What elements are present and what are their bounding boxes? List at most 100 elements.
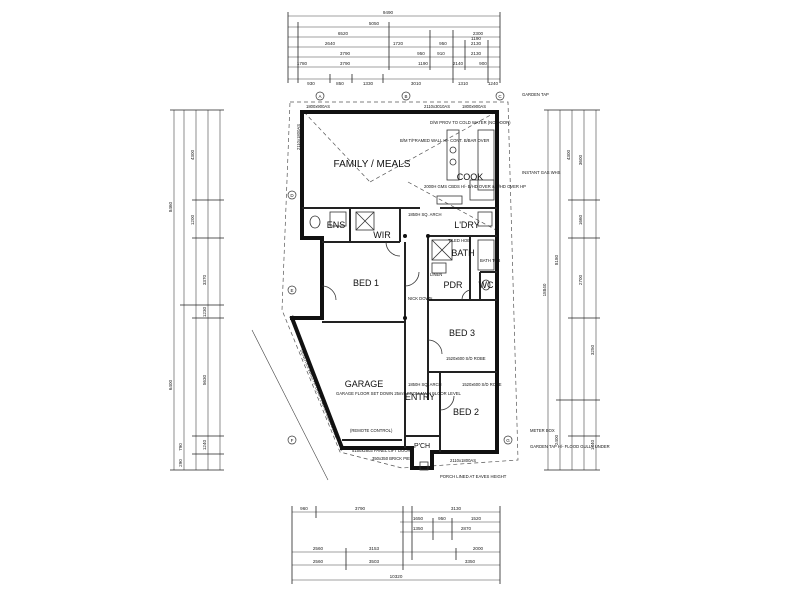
dim-right-inner-3: 1660 xyxy=(578,214,583,225)
note-meter-box: METER BOX xyxy=(530,428,555,433)
note-linen: LINEN xyxy=(430,272,442,277)
dim-bottom-r4a: 2560 xyxy=(313,546,324,551)
laundry-fixtures xyxy=(477,211,493,227)
dim-bottom-total: 10320 xyxy=(390,574,403,579)
note-window-top-a: 1800x900AS xyxy=(306,104,330,109)
dim-top-r7f: 1240 xyxy=(488,81,499,86)
grid-d: D xyxy=(290,193,294,198)
room-pdr: PDR xyxy=(443,280,463,290)
note-tiled-hob: TILED HOB xyxy=(448,238,470,243)
dim-top-r2: 5050 xyxy=(369,21,380,26)
dim-bottom-r1b: 3790 xyxy=(355,506,366,511)
dim-left-inner-2: 1200 xyxy=(190,214,195,225)
dim-top-r7e: 1310 xyxy=(458,81,469,86)
dim-top-r6c: 1190 xyxy=(418,61,428,66)
dim-right-inner-5: 3250 xyxy=(590,344,595,355)
roof-outline xyxy=(281,101,519,469)
dim-right-inner-4: 2700 xyxy=(578,274,583,285)
right-dimension-strings: 18840 8180 2400 4300 3600 1660 2700 3250… xyxy=(542,109,600,471)
note-nick-down: NICK DOWN xyxy=(408,296,432,301)
note-sliding-door: 2110x1800AS xyxy=(296,124,301,150)
dim-bottom-r2c: 1520 xyxy=(471,516,482,521)
dim-right-outer-2: 8180 xyxy=(554,254,559,265)
note-window-bottom: 2110x1800AS xyxy=(450,458,476,463)
room-wir: WIR xyxy=(373,230,391,240)
dim-left-inner-3: 3370 xyxy=(202,274,207,285)
dim-bottom-r4b: 3153 xyxy=(369,546,380,551)
left-dimension-strings: 8460 6400 790 290 4300 1200 3370 1230 56… xyxy=(168,109,224,471)
kitchen-fixtures xyxy=(436,129,495,205)
note-window-top-c: 1800x900AS xyxy=(462,104,486,109)
room-entry: ENTRY xyxy=(405,392,435,402)
dim-bottom-r5b: 3503 xyxy=(369,559,380,564)
grid-e: E xyxy=(290,288,293,293)
room-family-meals: FAMILY / MEALS xyxy=(334,159,411,170)
note-arch-1: 1850H SQ. ARCH xyxy=(408,212,442,217)
dim-top-r5a: 3790 xyxy=(340,51,351,56)
dim-top-r7d: 3010 xyxy=(411,81,422,86)
note-dw-prov: D/W PROV TO COLD WATER (NO DOOR) xyxy=(430,120,511,125)
dim-left-inner-1: 4300 xyxy=(190,149,195,160)
dim-left-outer-3: 790 xyxy=(178,443,183,451)
dim-top-r6d: 2140 xyxy=(453,61,464,66)
grid-bubbles-top: A B C xyxy=(315,91,505,101)
dim-bottom-r2b: 950 xyxy=(438,516,446,521)
room-ens: ENS xyxy=(327,220,346,230)
dim-top-r4a: 2640 xyxy=(325,41,336,46)
grid-c: C xyxy=(498,94,502,99)
dim-top-r4c: 950 xyxy=(439,41,447,46)
dim-right-inner-1: 4300 xyxy=(566,149,571,160)
dim-bottom-r3b: 2870 xyxy=(461,526,472,531)
note-garage-floor: GARAGE FLOOR SET DOWN 25mm FROM MAIN FLO… xyxy=(336,391,462,396)
grid-bubbles-left: D E F G xyxy=(287,190,513,445)
dim-top-r4e: 1190 xyxy=(471,36,481,41)
top-dimension-strings: 9490 5050 6520 2300 2640 1720 950 2130 1… xyxy=(287,10,501,86)
door-swings xyxy=(321,241,471,411)
dim-left-inner-4: 1230 xyxy=(202,306,207,317)
note-garden-tap-bottom: GARDEN TAP H/- FLOOD GULLY UNDER xyxy=(530,444,610,449)
note-robe-2: 1520x600 S/D ROBE xyxy=(462,382,502,387)
note-remote-control: (REMOTE CONTROL) xyxy=(350,428,393,433)
dim-left-outer-4: 290 xyxy=(178,459,183,467)
dim-left-inner-6: 1240 xyxy=(202,439,207,450)
dim-top-r5c: 910 xyxy=(437,51,445,56)
garage-diagonal-dim xyxy=(251,329,329,481)
dim-right-outer-3: 2400 xyxy=(554,434,559,445)
dim-top-r4d: 2130 xyxy=(471,41,482,46)
note-window-top-b: 2110x3010AS xyxy=(424,104,450,109)
room-bath: BATH xyxy=(451,248,474,258)
brick-pier xyxy=(419,461,429,471)
note-porch-lined: PORCH LINED AT EAVES HEIGHT xyxy=(440,474,507,479)
dim-top-r6e: 900 xyxy=(479,61,487,66)
dim-top-r7a: 930 xyxy=(307,81,315,86)
dim-right-outer-1: 18840 xyxy=(542,283,547,296)
dim-top-r7c: 1330 xyxy=(363,81,374,86)
dim-bottom-r5c: 3350 xyxy=(465,559,476,564)
room-porch: P'CH xyxy=(414,443,430,450)
dim-bottom-r2a: 1650 xyxy=(413,516,424,521)
dim-top-r6b: 3790 xyxy=(340,61,351,66)
column-posts xyxy=(403,234,430,320)
dim-top-r4b: 1720 xyxy=(393,41,404,46)
dim-top-r3a: 6520 xyxy=(338,31,349,36)
room-bed-3: BED 3 xyxy=(449,328,475,338)
note-panel-lift-door: 5150x2803 PANEL LIFT DOOR xyxy=(352,448,411,453)
dim-top-r6a: 1780 xyxy=(297,61,308,66)
internal-walls xyxy=(302,207,497,452)
note-garden-tap-top: GARDEN TAP xyxy=(522,92,549,97)
dim-left-outer-1: 8460 xyxy=(168,201,173,212)
dim-bottom-r1a: 960 xyxy=(300,506,308,511)
room-ldry: L'DRY xyxy=(454,220,480,230)
dim-bottom-r1c: 3130 xyxy=(451,506,462,511)
dim-left-outer-2: 6400 xyxy=(168,379,173,390)
dim-top-r7b: 850 xyxy=(336,81,344,86)
bottom-dimension-strings: 960 3790 3130 1650 950 1520 1350 2870 25… xyxy=(291,506,501,584)
note-bath-tub: BATH TUB xyxy=(480,258,501,263)
dim-right-inner-6: 1240 xyxy=(590,439,595,450)
dim-top-r5b: 950 xyxy=(417,51,425,56)
grid-g: G xyxy=(506,438,510,443)
note-bm-wall: B/M T/FRAMED WALL H/- CONT. B/BAR OVER xyxy=(400,138,489,143)
dim-left-inner-5: 5630 xyxy=(202,374,207,385)
dim-top-total: 9490 xyxy=(383,10,394,15)
